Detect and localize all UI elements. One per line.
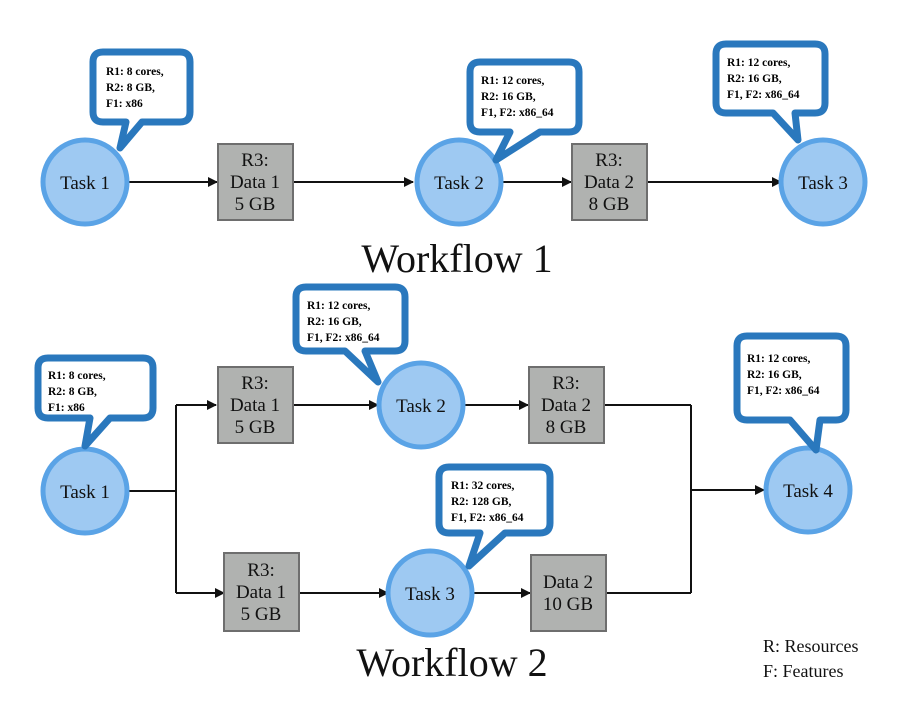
data-label-line2: Data 2 bbox=[584, 172, 634, 193]
requirement-line: R2: 128 GB, bbox=[451, 496, 512, 508]
data-label-line2: Data 1 bbox=[230, 395, 280, 416]
w2-task2-requirements-bubble: R1: 12 cores, R2: 16 GB, F1, F2: x86_64 bbox=[292, 283, 409, 386]
requirement-line: R1: 8 cores, bbox=[106, 66, 164, 78]
speech-bubble bbox=[733, 332, 850, 454]
requirement-line: F1, F2: x86_64 bbox=[727, 89, 800, 101]
data-label-line1: Data 2 bbox=[543, 572, 593, 593]
requirement-line: F1, F2: x86_64 bbox=[481, 107, 554, 119]
data-box bbox=[217, 366, 294, 444]
speech-bubble bbox=[89, 48, 194, 152]
requirement-line: F1, F2: x86_64 bbox=[747, 385, 820, 397]
data-box bbox=[528, 366, 605, 444]
requirement-line: R1: 32 cores, bbox=[451, 480, 514, 492]
data-label-line3: 8 GB bbox=[589, 194, 630, 215]
w2-data2-node[interactable]: R3: Data 2 8 GB bbox=[528, 366, 605, 444]
speech-bubble bbox=[466, 58, 583, 164]
task-circle bbox=[40, 137, 130, 227]
w2-task4-requirements-bubble: R1: 12 cores, R2: 16 GB, F1, F2: x86_64 bbox=[733, 332, 850, 454]
data-box bbox=[530, 554, 607, 632]
task-circle bbox=[414, 137, 504, 227]
data-label-line3: 5 GB bbox=[235, 194, 276, 215]
task-label: Task 3 bbox=[405, 584, 455, 605]
requirement-line: R2: 16 GB, bbox=[727, 73, 782, 85]
w2-task1-requirements-bubble: R1: 8 cores, R2: 8 GB, F1: x86 bbox=[34, 354, 157, 450]
w1-task2-node[interactable]: Task 2 bbox=[414, 137, 504, 227]
w2-task3-requirements-bubble: R1: 32 cores, R2: 128 GB, F1, F2: x86_64 bbox=[435, 463, 554, 570]
speech-bubble bbox=[292, 283, 409, 386]
w2-task4-node[interactable]: Task 4 bbox=[763, 445, 853, 535]
data-box bbox=[217, 143, 294, 221]
legend-features: F: Features bbox=[763, 661, 844, 681]
w1-data2-node[interactable]: R3: Data 2 8 GB bbox=[571, 143, 648, 221]
w1-task1-node[interactable]: Task 1 bbox=[40, 137, 130, 227]
w2-task2-node[interactable]: Task 2 bbox=[376, 360, 466, 450]
requirement-line: R1: 12 cores, bbox=[481, 75, 544, 87]
legend-resources: R: Resources bbox=[763, 636, 859, 656]
w1-task3-requirements-bubble: R1: 12 cores, R2: 16 GB, F1, F2: x86_64 bbox=[712, 40, 829, 144]
w2-data2b-node[interactable]: Data 2 10 GB bbox=[530, 554, 607, 632]
requirement-line: R2: 16 GB, bbox=[481, 91, 536, 103]
speech-bubble bbox=[435, 463, 554, 570]
data-label-line1: R3: bbox=[552, 373, 579, 394]
workflow1-title: Workflow 1 bbox=[361, 236, 552, 281]
data-label-line2: Data 1 bbox=[236, 582, 286, 603]
task-circle bbox=[763, 445, 853, 535]
requirement-line: F1: x86 bbox=[106, 98, 143, 110]
requirement-line: R1: 8 cores, bbox=[48, 370, 106, 382]
w1-data1-node[interactable]: R3: Data 1 5 GB bbox=[217, 143, 294, 221]
w2-task3-node[interactable]: Task 3 bbox=[385, 548, 475, 638]
data-label-line3: 5 GB bbox=[241, 604, 282, 625]
legend: R: Resources F: Features bbox=[763, 634, 858, 684]
w2-data1b-node[interactable]: R3: Data 1 5 GB bbox=[223, 552, 300, 632]
requirement-line: R2: 8 GB, bbox=[48, 386, 97, 398]
task-label: Task 1 bbox=[60, 173, 110, 194]
task-label: Task 4 bbox=[783, 481, 833, 502]
speech-bubble bbox=[34, 354, 157, 450]
speech-bubble bbox=[712, 40, 829, 144]
requirement-line: R2: 16 GB, bbox=[747, 369, 802, 381]
task-label: Task 2 bbox=[396, 396, 446, 417]
requirement-line: R2: 16 GB, bbox=[307, 316, 362, 328]
data-label-line2: Data 1 bbox=[230, 172, 280, 193]
data-label-line1: R3: bbox=[595, 150, 622, 171]
requirement-line: F1, F2: x86_64 bbox=[307, 332, 380, 344]
task-circle bbox=[778, 137, 868, 227]
w1-task2-requirements-bubble: R1: 12 cores, R2: 16 GB, F1, F2: x86_64 bbox=[466, 58, 583, 164]
task-label: Task 3 bbox=[798, 173, 848, 194]
data-label-line3: 8 GB bbox=[546, 417, 587, 438]
requirement-line: R1: 12 cores, bbox=[747, 353, 810, 365]
data-box bbox=[223, 552, 300, 632]
data-label-line1: R3: bbox=[241, 373, 268, 394]
requirement-line: F1, F2: x86_64 bbox=[451, 512, 524, 524]
requirement-line: R1: 12 cores, bbox=[727, 57, 790, 69]
requirement-line: R1: 12 cores, bbox=[307, 300, 370, 312]
data-label-line1: R3: bbox=[241, 150, 268, 171]
requirement-line: R2: 8 GB, bbox=[106, 82, 155, 94]
task-label: Task 1 bbox=[60, 482, 110, 503]
data-label-line2: Data 2 bbox=[541, 395, 591, 416]
task-circle bbox=[385, 548, 475, 638]
task-circle bbox=[376, 360, 466, 450]
w1-task3-node[interactable]: Task 3 bbox=[778, 137, 868, 227]
data-label-line3: 5 GB bbox=[235, 417, 276, 438]
w2-task1-node[interactable]: Task 1 bbox=[40, 446, 130, 536]
workflow2-title: Workflow 2 bbox=[356, 640, 547, 685]
task-label: Task 2 bbox=[434, 173, 484, 194]
data-box bbox=[571, 143, 648, 221]
workflow2-edges bbox=[128, 400, 765, 598]
w1-task1-requirements-bubble: R1: 8 cores, R2: 8 GB, F1: x86 bbox=[89, 48, 194, 152]
data-label-line2: 10 GB bbox=[543, 594, 593, 615]
data-label-line1: R3: bbox=[247, 560, 274, 581]
requirement-line: F1: x86 bbox=[48, 402, 85, 414]
w2-data1a-node[interactable]: R3: Data 1 5 GB bbox=[217, 366, 294, 444]
